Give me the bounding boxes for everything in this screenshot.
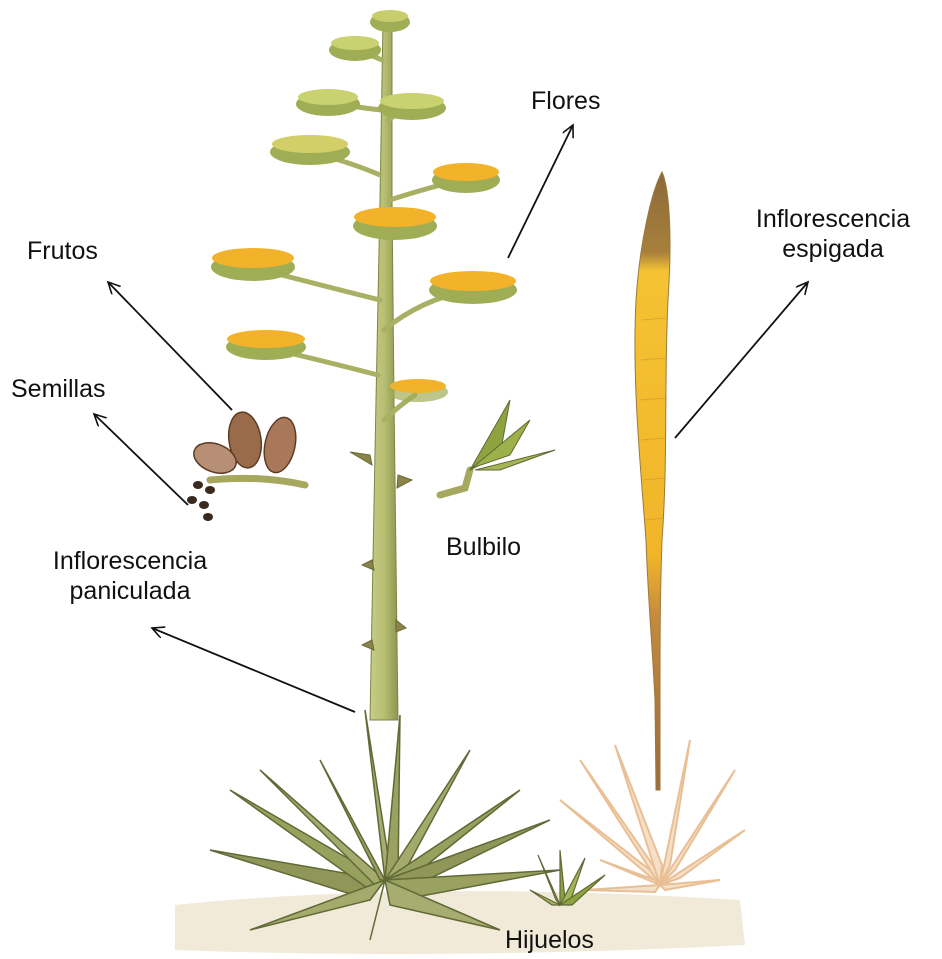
seeds-illustration — [187, 481, 215, 521]
label-inflorescencia-paniculada: Inflorescencia paniculada — [18, 546, 242, 606]
label-hijuelos: Hijuelos — [505, 925, 594, 955]
ground — [175, 891, 745, 954]
label-frutos: Frutos — [27, 236, 98, 266]
label-inflorescencia-espigada: Inflorescencia espigada — [728, 204, 938, 264]
flower-cluster — [270, 135, 350, 165]
flower-cluster — [296, 89, 360, 116]
spiked-inflorescence — [635, 172, 670, 790]
label-line: Inflorescencia — [728, 204, 938, 234]
arrows — [94, 125, 808, 712]
fruits-illustration — [190, 410, 305, 485]
arrow-semillas — [94, 414, 188, 505]
ghost-agave-rosette — [560, 740, 745, 892]
label-line: espigada — [728, 234, 938, 264]
flower-cluster — [429, 271, 517, 304]
arrow-flores — [508, 125, 573, 258]
arrow-inflorescencia-espigada — [675, 282, 808, 438]
flower-cluster — [370, 10, 410, 32]
arrow-inflorescencia-paniculada — [152, 628, 355, 712]
flower-cluster — [353, 207, 437, 240]
bulbil-illustration — [440, 400, 555, 495]
label-line: paniculada — [18, 576, 242, 606]
flower-cluster — [329, 36, 381, 61]
flower-clusters — [211, 10, 517, 402]
flower-stalk — [255, 20, 470, 720]
label-bulbilo: Bulbilo — [446, 532, 521, 562]
flower-cluster — [432, 163, 500, 193]
label-semillas: Semillas — [11, 374, 105, 404]
flower-cluster — [388, 379, 448, 402]
flower-cluster — [378, 93, 446, 120]
label-flores: Flores — [531, 86, 600, 116]
flower-cluster — [226, 330, 306, 360]
label-line: Inflorescencia — [18, 546, 242, 576]
flower-cluster — [211, 248, 295, 281]
arrow-frutos — [108, 282, 232, 410]
